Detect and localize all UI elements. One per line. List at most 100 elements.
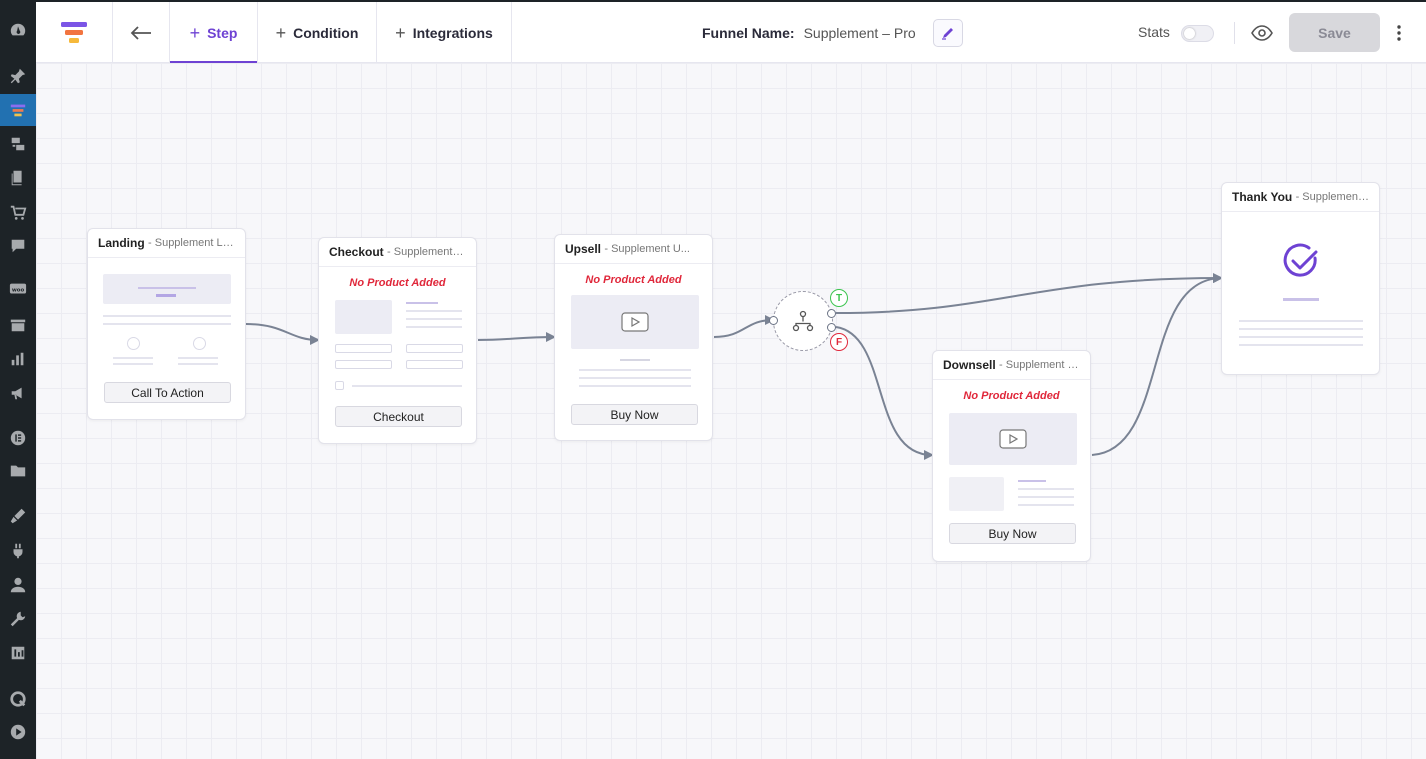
- media-icon[interactable]: [8, 134, 28, 154]
- video-placeholder: [571, 295, 699, 349]
- placeholder-line: [406, 326, 462, 328]
- eye-icon: [1251, 25, 1273, 41]
- condition-node[interactable]: [773, 291, 833, 351]
- node-subtitle: - Supplement D...: [999, 359, 1080, 371]
- node-type: Upsell: [565, 242, 602, 256]
- tab-step[interactable]: + Step: [170, 2, 257, 64]
- true-branch-badge: T: [830, 289, 848, 307]
- node-type: Checkout: [329, 245, 384, 259]
- placeholder-line: [579, 377, 691, 379]
- node-header: Thank You - Supplement T...: [1222, 183, 1379, 212]
- pin-icon[interactable]: [8, 66, 28, 86]
- field-placeholder: [335, 360, 392, 369]
- image-placeholder: [949, 477, 1004, 511]
- node-header: Upsell - Supplement U...: [555, 235, 712, 264]
- back-button[interactable]: [113, 2, 170, 63]
- edit-funnel-name-button[interactable]: [932, 18, 963, 47]
- placeholder-line: [1018, 496, 1074, 498]
- video-play-icon: [999, 429, 1027, 449]
- users-icon[interactable]: [8, 575, 28, 595]
- funnel-menu-icon[interactable]: [8, 100, 28, 120]
- divider: [1234, 22, 1235, 44]
- placeholder-line: [103, 315, 231, 317]
- condition-false-port[interactable]: [827, 323, 836, 332]
- step-node-downsell[interactable]: Downsell - Supplement D... No Product Ad…: [932, 350, 1091, 562]
- placeholder-line: [579, 385, 691, 387]
- cart-icon[interactable]: [8, 203, 28, 223]
- funnel-canvas[interactable]: [36, 63, 1426, 759]
- tools-icon[interactable]: [8, 609, 28, 629]
- funnel-name-label: Funnel Name:: [702, 24, 795, 41]
- placeholder-line: [1239, 328, 1363, 330]
- branch-icon: [792, 310, 814, 332]
- placeholder-circle: [127, 337, 140, 350]
- tab-condition-label: Condition: [293, 24, 359, 41]
- more-options-button[interactable]: [1389, 22, 1409, 44]
- field-placeholder: [406, 344, 463, 353]
- products-icon[interactable]: [8, 315, 28, 335]
- tab-condition[interactable]: + Condition: [257, 2, 377, 63]
- placeholder-line: [1283, 298, 1319, 301]
- pencil-icon: [941, 27, 953, 40]
- step-node-landing[interactable]: Landing - Supplement La... Call To Actio…: [87, 228, 246, 420]
- node-type: Landing: [98, 236, 145, 250]
- placeholder-line: [1239, 336, 1363, 338]
- pages-icon[interactable]: [8, 168, 28, 188]
- call-to-action-button[interactable]: Call To Action: [104, 382, 231, 403]
- placeholder-line: [1018, 504, 1074, 506]
- play-icon[interactable]: [8, 722, 28, 742]
- appearance-icon[interactable]: [8, 506, 28, 526]
- condition-true-port[interactable]: [827, 309, 836, 318]
- funnel-editor-header: + Step + Condition + Integrations Funnel…: [36, 0, 1426, 64]
- analytics-icon[interactable]: [8, 349, 28, 369]
- placeholder-line: [579, 369, 691, 371]
- placeholder-line: [113, 363, 153, 365]
- marketing-icon[interactable]: [8, 383, 28, 403]
- woocommerce-icon[interactable]: woo: [8, 279, 28, 299]
- elementor-icon[interactable]: [8, 428, 28, 448]
- step-node-thank-you[interactable]: Thank You - Supplement T...: [1221, 182, 1380, 375]
- no-product-warning: No Product Added: [349, 277, 446, 289]
- preview-button[interactable]: [1250, 22, 1274, 44]
- query-monitor-icon[interactable]: [8, 689, 28, 709]
- comments-icon[interactable]: [8, 236, 28, 256]
- save-button[interactable]: Save: [1289, 13, 1380, 52]
- no-product-warning: No Product Added: [585, 274, 682, 286]
- settings-icon[interactable]: [8, 643, 28, 663]
- dashboard-icon[interactable]: [8, 20, 28, 40]
- tab-integrations-label: Integrations: [412, 24, 493, 41]
- stats-toggle[interactable]: [1181, 25, 1214, 42]
- field-placeholder: [406, 360, 463, 369]
- node-type: Downsell: [943, 358, 996, 372]
- step-node-upsell[interactable]: Upsell - Supplement U... No Product Adde…: [554, 234, 713, 441]
- app-logo[interactable]: [36, 2, 113, 63]
- placeholder-line: [352, 385, 462, 387]
- placeholder-line: [406, 302, 438, 304]
- svg-text:woo: woo: [12, 287, 25, 293]
- check-circle-icon: [1283, 243, 1318, 277]
- plus-icon: +: [395, 22, 406, 43]
- tab-step-label: Step: [207, 24, 238, 41]
- node-type: Thank You: [1232, 190, 1293, 204]
- tab-integrations[interactable]: + Integrations: [377, 2, 512, 63]
- placeholder-line: [178, 363, 218, 365]
- checkout-button[interactable]: Checkout: [335, 406, 462, 427]
- hero-placeholder: [103, 274, 231, 304]
- step-node-checkout[interactable]: Checkout - Supplement C... No Product Ad…: [318, 237, 477, 444]
- funnel-logo-icon: [61, 21, 87, 43]
- plus-icon: +: [275, 22, 287, 43]
- upsell-buy-now-button[interactable]: Buy Now: [571, 404, 698, 425]
- folder-icon[interactable]: [8, 461, 28, 481]
- downsell-buy-now-button[interactable]: Buy Now: [949, 523, 1076, 544]
- kebab-menu-icon: [1397, 25, 1401, 41]
- placeholder-line: [406, 318, 462, 320]
- plugins-icon[interactable]: [8, 541, 28, 561]
- placeholder-line: [113, 357, 153, 359]
- checkbox-placeholder: [335, 381, 344, 390]
- condition-input-port[interactable]: [769, 316, 778, 325]
- placeholder-line: [1018, 480, 1046, 482]
- placeholder-line: [178, 357, 218, 359]
- placeholder-circle: [193, 337, 206, 350]
- node-subtitle: - Supplement C...: [387, 246, 466, 258]
- no-product-warning: No Product Added: [963, 390, 1060, 402]
